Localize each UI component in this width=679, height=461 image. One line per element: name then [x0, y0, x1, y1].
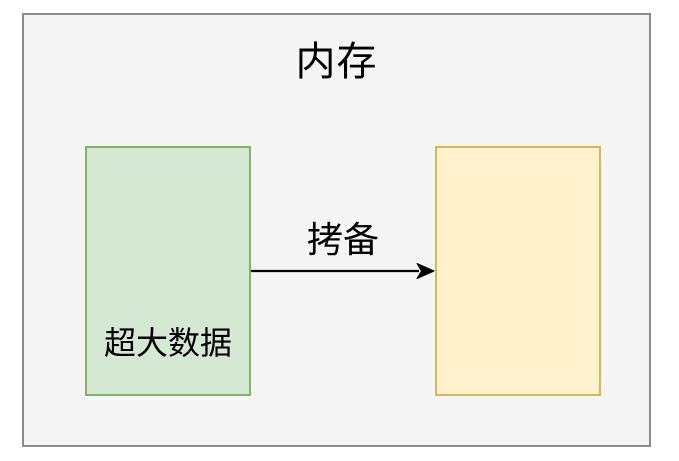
copy-arrow [251, 263, 435, 279]
source-data-box-label: 超大数据 [103, 324, 232, 362]
source-data-box: 超大数据 [85, 146, 251, 396]
memory-region-container: 内存 超大数据 拷备 [22, 13, 651, 447]
diagram-title: 内存 [295, 39, 378, 85]
copy-arrow-head [416, 263, 435, 279]
copy-arrow-label: 拷备 [306, 220, 379, 261]
target-data-box [435, 146, 601, 396]
